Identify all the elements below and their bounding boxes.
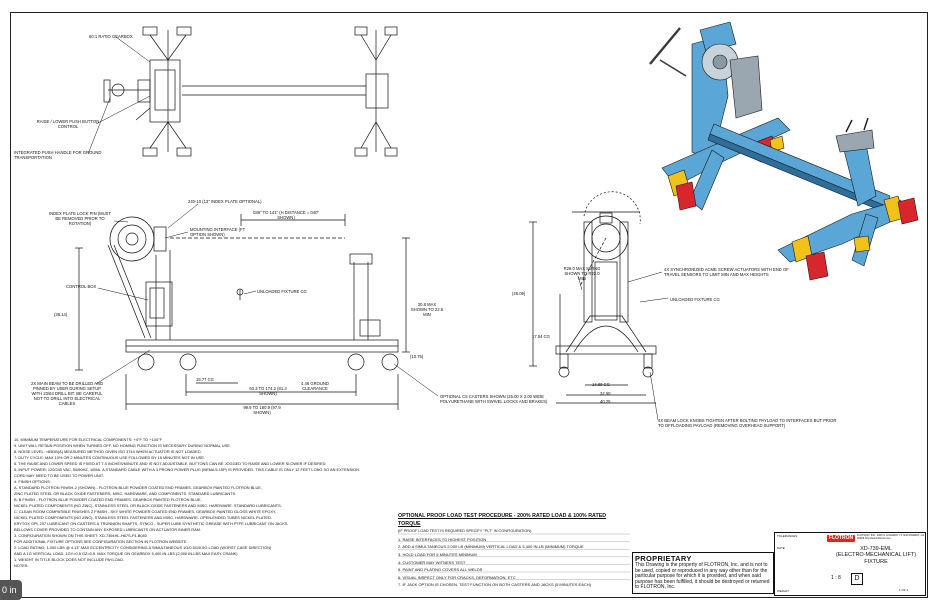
push-handle-label: INTEGRATED PUSH HANDLE FOR GROUND TRANSP… xyxy=(14,150,102,160)
mounting-interface-label: MOUNTING INTERFACE (FT OPTION SHOWN) xyxy=(190,227,246,237)
note-line: 5. INPUT POWER: 120/240 VAC, 50/60HZ, 10… xyxy=(14,467,359,472)
weight-label: WEIGHT xyxy=(777,589,789,593)
proof-step: 4. CUSTOMER MAY WITNESS TEST xyxy=(398,559,466,565)
part-number: XD-739-EML xyxy=(860,546,892,552)
max-shown-dim: 30.8 MAX SHOWN TO 22.6 MIN xyxy=(410,302,444,317)
dim-1754: 17.54 CG xyxy=(532,334,550,339)
general-notes: 10. MINIMUM TEMPERATURE FOR ELECTRICAL C… xyxy=(14,437,386,597)
dim-span: 63.3 TO 174.2 (81.3 SHOWN) xyxy=(249,386,287,396)
dim-4025: 40.25 xyxy=(600,399,611,404)
dim-3250: 32.50 xyxy=(600,391,611,396)
isometric-render xyxy=(649,21,919,281)
note-line: ZINC PLATED STEEL OR BLACK OXIDE FASTENE… xyxy=(14,491,237,496)
zoom-indicator: 0 in xyxy=(0,580,22,600)
approvals-label: DATE xyxy=(777,546,785,550)
dim-1075: (10.75) xyxy=(410,354,424,359)
note-line: 4. FINISH OPTIONS: xyxy=(14,479,51,484)
flotron-logo: FLOTRON xyxy=(827,535,855,542)
range-top-label: 036" TO 141" (H DISTANCE = 040" SHOWN) xyxy=(253,210,319,220)
dim-1489: 14.89 CG xyxy=(592,382,610,387)
note-line: 3. CONFIGURATION SHOWN ON THIS SHEET: XD… xyxy=(14,533,147,538)
proprietary-notice: PROPRIETARY This Drawing is the property… xyxy=(632,552,774,594)
note-line: KRYTOX GPL 207 LUBRICANT ON CASTERS & TR… xyxy=(14,521,289,526)
control-box-label: CONTROL BOX xyxy=(66,284,97,289)
ground-clearance-dim: 4.46 GROUND CLEARANCE xyxy=(301,381,329,391)
note-line: 8. NOISE LEVEL: <65dB(A) MEASURED METHOD… xyxy=(14,449,202,454)
tolerances-label: TOLERANCES xyxy=(777,534,798,538)
swing-dim: R28.0 MAX SWING SHOWN TO R22.0 MIN xyxy=(563,266,601,281)
company-address: FLOTRON, INC. 2400 S. HIGHWAY 71, ESCOND… xyxy=(857,534,925,540)
note-line: BELLOWS COVER PROVIDED TO CONTAIN ANY EX… xyxy=(14,527,201,532)
gearbox-label: 60:1 RATIO GEARBOX xyxy=(89,34,133,39)
end-height-dim: (46.09) xyxy=(512,291,526,296)
dim-1577: 15.77 CG xyxy=(196,377,214,382)
note-line: 1. WEIGHT IN TITLE BLOCK DOES NOT INCLUD… xyxy=(14,557,125,562)
leader-lines xyxy=(87,36,669,421)
mount-plate-label: 240-10 (13" INDEX PLATE OPTIONAL) xyxy=(188,199,262,204)
note-line: 10. MINIMUM TEMPERATURE FOR ELECTRICAL C… xyxy=(14,437,162,442)
main-beam-note: 2X MAIN BEAM TO BE DRILLED AND PINNED BY… xyxy=(31,381,103,406)
actuators-note: 4X SYNCHRONIZED ACME SCREW ACTUATORS WIT… xyxy=(664,267,789,277)
note-line: 6. THE RAISE AND LOWER SPEED IS FIXED AT… xyxy=(14,461,327,466)
note-line: FOR ADDITIONAL FIXTURE OPTIONS SEE CONFI… xyxy=(14,539,188,544)
note-line: CORD MAY NEED TO BE USED TO POWER UNIT. xyxy=(14,473,104,478)
proof-step: 2. ADD A SIMULTANEOUS 2,000 LB (MINIMUM)… xyxy=(398,544,584,550)
raise-lower-label: RAISE / LOWER PUSH BUTTON CONTROL xyxy=(36,119,100,129)
drawing-title: XD-739-EML (ELECTRO-MECHANICAL LIFT) FIX… xyxy=(827,546,925,565)
proof-step: 5. PAINT AND PLATING COVERS ALL WELDS xyxy=(398,567,483,573)
end-unloaded-cg-label: UNLOADED FIXTURE CG xyxy=(670,297,720,302)
proof-subtitle: (IF PROOF LOAD TEST IS REQUIRED SPECIFY … xyxy=(398,529,532,534)
sheet-size: D xyxy=(851,573,863,585)
proof-step: 7. IF JACK OPTION IS CHOSEN, TEST FUNCTI… xyxy=(398,582,591,588)
proof-title: OPTIONAL PROOF LOAD TEST PROCEDURE - 200… xyxy=(398,513,607,527)
casters-note: OPTIONAL C5 CASTERS SHOWN (25.00 X 2.00 … xyxy=(440,394,548,404)
scale-value: 1 : 8 xyxy=(831,575,841,581)
note-line: AND A 1G VERTICAL LOAD. 1Gy=0.5 Gz=0.5. … xyxy=(14,551,238,556)
note-line: NOTES: xyxy=(14,563,29,568)
beam-lock-note: 4X BEAM LOCK KNOBS TIGHTEN AFTER BOLTING… xyxy=(658,418,837,428)
proprietary-heading: PROPRIETARY xyxy=(635,554,692,563)
note-line: 7. DUTY CYCLE: MAX 10% OR 2 MINUTES CONT… xyxy=(14,455,205,460)
proof-step: 1. RAISE INTERFACES TO HIGHEST POSITION xyxy=(398,536,487,542)
note-line: c. CLEAN ROOM COMPATIBLE FINISHES Z FINI… xyxy=(14,509,277,514)
note-line: b. B FINISH - FLOTRON BLUE POWDER COATED… xyxy=(14,497,202,502)
note-line: 9. UNIT WILL RETAIN POSITION WHEN TURNED… xyxy=(14,443,231,448)
side-view xyxy=(75,214,410,410)
proof-load-procedure: OPTIONAL PROOF LOAD TEST PROCEDURE - 200… xyxy=(398,513,630,589)
proprietary-text: This Drawing is the property of FLOTRON,… xyxy=(635,562,770,591)
title-line-1: (ELECTRO-MECHANICAL LIFT) xyxy=(835,552,917,559)
note-line: 2. LOAD RATING: 1,000 LBS @ 4.13" MAX EC… xyxy=(14,545,272,550)
index-pin-label: INDEX PLATE LOCK PIN (MUST BE REMOVED PR… xyxy=(48,211,112,226)
proof-step: 3. HOLD LOAD FOR 5 MINUTES MINIMUM xyxy=(398,551,477,557)
proof-table-lines xyxy=(398,533,630,580)
proof-step: 6. VISUAL INSPECT ONLY FOR CRACKS, DEFOR… xyxy=(398,574,516,580)
height-left-dim: (36.14) xyxy=(54,312,68,317)
top-view xyxy=(103,26,398,157)
sheet-number: 1 OF 1 xyxy=(899,588,909,592)
title-line-2: FIXTURE xyxy=(864,558,888,565)
side-unloaded-cg-label: UNLOADED FIXTURE CG xyxy=(257,289,307,294)
drawing-border xyxy=(10,12,928,598)
note-line: NICKEL PLATED COMPONENTS (NO ZINC), STAI… xyxy=(14,515,272,520)
note-line: NICKEL PLATED COMPONENTS (NO ZINC), STAI… xyxy=(14,503,282,508)
end-view xyxy=(529,191,657,404)
note-line: a. STANDARD FLOTRON FINISH-2 (SHOWN) - F… xyxy=(14,485,262,490)
title-block: TOLERANCES DATE WEIGHT FLOTRON FLOTRON, … xyxy=(774,532,926,596)
overall-dim: 99.9 TO 180.9 (97.9 SHOWN) xyxy=(243,405,281,415)
